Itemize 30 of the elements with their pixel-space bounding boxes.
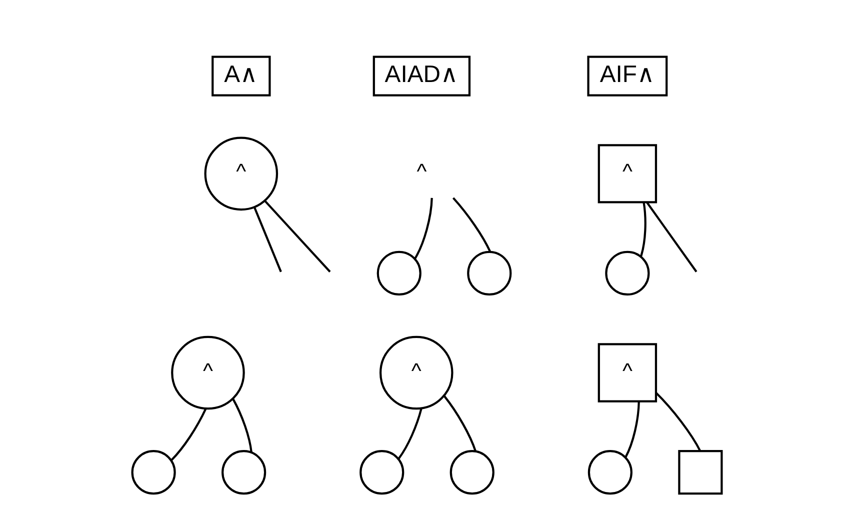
node-circle (130, 450, 176, 495)
node-circle (359, 450, 404, 495)
node-box: A∧ (211, 56, 270, 96)
node-circle (466, 250, 512, 296)
node-box: AIF∧ (586, 56, 668, 96)
connector (232, 398, 252, 452)
node-box: AIAD∧ (372, 56, 470, 96)
connector (646, 202, 697, 272)
connector (654, 392, 701, 452)
node-circle (221, 450, 266, 495)
node-text: ^ (416, 160, 426, 184)
connector (397, 408, 422, 460)
connector (264, 200, 330, 272)
node-circle (376, 250, 421, 296)
connector (413, 198, 432, 260)
node-box: ^ (597, 343, 657, 402)
node-circle: ^ (204, 136, 278, 211)
node-box (678, 450, 722, 495)
connector (624, 402, 640, 458)
connector (252, 206, 282, 272)
node-circle (587, 450, 632, 495)
connector (442, 395, 476, 452)
node-circle: ^ (170, 336, 244, 410)
node-circle (604, 250, 650, 296)
node-box: ^ (597, 144, 657, 204)
connector (452, 197, 491, 252)
connector (639, 202, 646, 257)
node-circle: ^ (378, 336, 453, 410)
connector (170, 408, 206, 461)
node-circle (449, 450, 494, 495)
